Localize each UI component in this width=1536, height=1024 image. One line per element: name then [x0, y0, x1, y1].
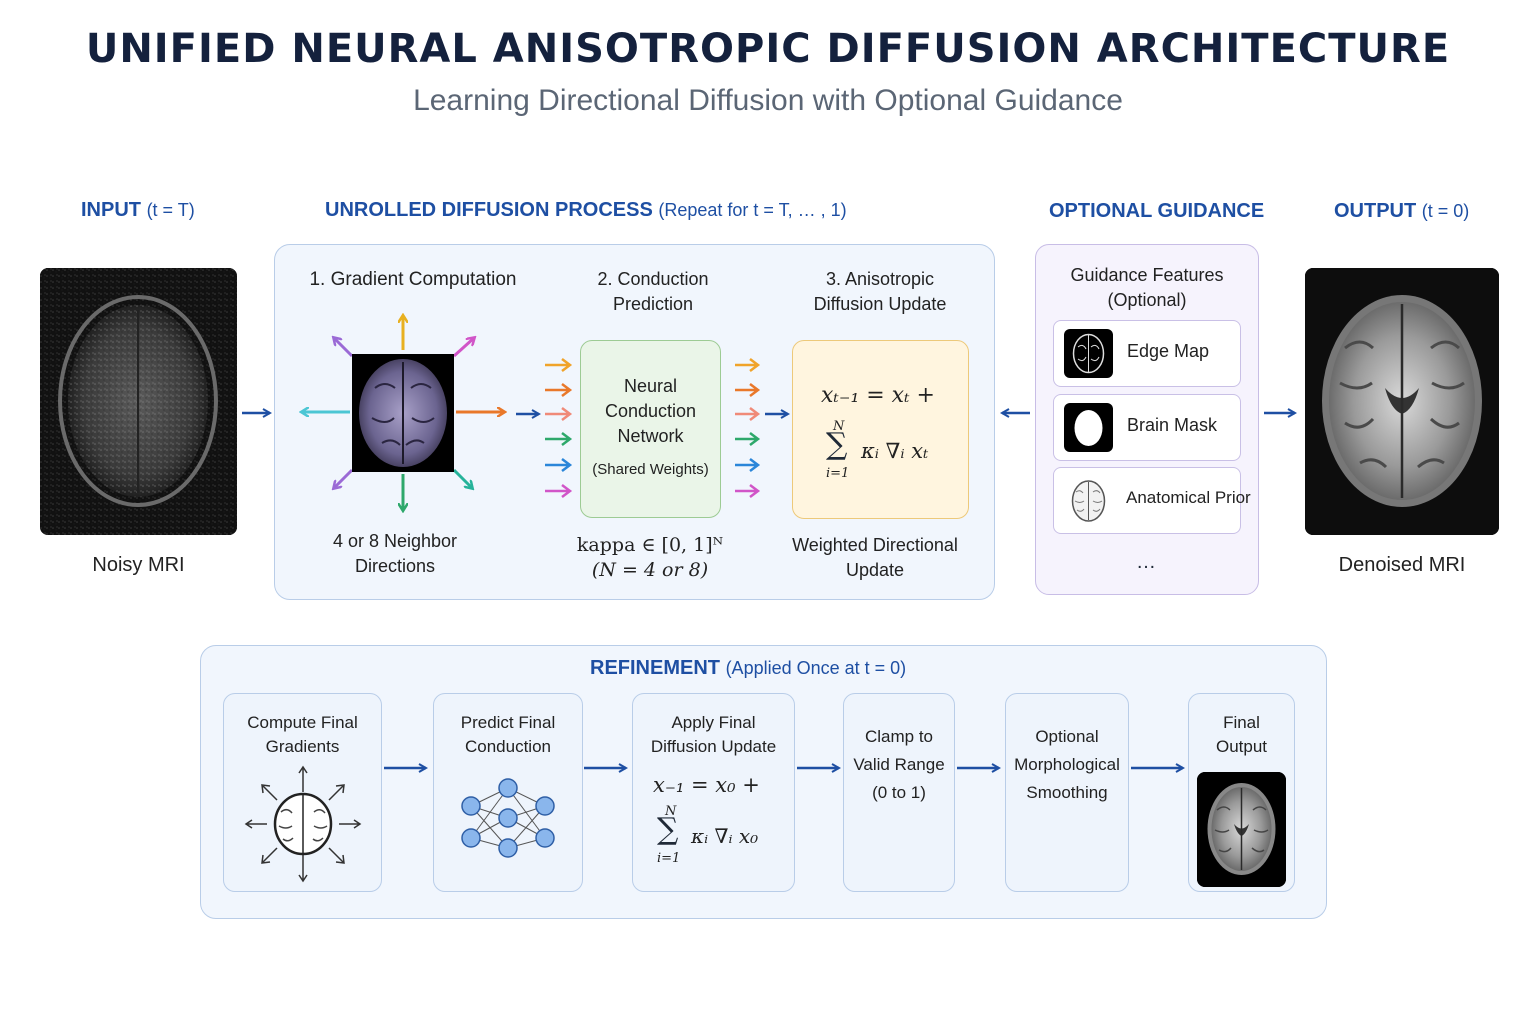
guidance-heading: OPTIONAL GUIDANCE — [1049, 200, 1265, 222]
denoised-mri-image — [1305, 268, 1499, 535]
neighbor-directions-diagram — [290, 308, 520, 518]
flow-arrow — [242, 403, 276, 423]
sum-symbol: ∑ — [826, 427, 848, 462]
step1-caption: 4 or 8 Neighbor Directions — [332, 531, 458, 576]
neural-network-icon — [461, 778, 555, 858]
page-title: UNIFIED NEURAL ANISOTROPIC DIFFUSION ARC… — [85, 26, 1451, 72]
anatomical-prior-icon — [1064, 476, 1113, 525]
guidance-item-label: Brain Mask — [1127, 415, 1218, 435]
conduction-output-arrows — [735, 358, 761, 498]
morphological-smoothing-box: Optional Morphological Smoothing — [1005, 693, 1129, 892]
brain-scan-clean-icon — [1305, 268, 1499, 535]
brain-mask-icon — [1064, 403, 1113, 452]
edge-map-icon — [1064, 329, 1113, 378]
flow-arrow — [1131, 758, 1189, 778]
input-heading: INPUT (t = T) — [81, 199, 195, 221]
noisy-mri-caption: Noisy MRI — [92, 554, 185, 576]
flow-arrow — [765, 404, 793, 424]
apply-equation-line1: x₋₁ = x₀ + — [653, 773, 760, 797]
denoised-mri-caption: Denoised MRI — [1338, 554, 1466, 576]
compute-final-gradients-box: Compute Final Gradients — [223, 693, 382, 892]
guidance-item-label: Anatomical Prior — [1126, 488, 1251, 507]
apply-equation-line2: κᵢ ∇ᵢ x₀ — [691, 824, 759, 848]
flow-arrow — [957, 758, 1005, 778]
flow-arrow — [584, 758, 632, 778]
guidance-item-brain-mask: Brain Mask — [1053, 394, 1241, 461]
step3-title: 3. Anisotropic Diffusion Update — [813, 269, 947, 314]
flow-arrow — [1264, 403, 1302, 423]
input-feature-arrows — [545, 358, 573, 498]
page-subtitle: Learning Directional Diffusion with Opti… — [413, 84, 1123, 117]
flow-arrow — [997, 403, 1030, 423]
update-equation-line2: κᵢ ∇ᵢ xₜ — [861, 439, 929, 463]
process-heading: UNROLLED DIFFUSION PROCESS (Repeat for t… — [325, 199, 847, 221]
step2-caption: kappa ∈ [0, 1]ᴺ (N = 4 or 8) — [576, 534, 724, 581]
refinement-heading: REFINEMENT (Applied Once at t = 0) — [590, 657, 907, 679]
neural-conduction-network-box: Neural Conduction Network (Shared Weight… — [580, 340, 721, 518]
guidance-item-label: Edge Map — [1127, 341, 1210, 361]
sum-symbol: ∑ — [657, 812, 679, 847]
clamp-valid-range-box: Clamp to Valid Range (0 to 1) — [843, 693, 955, 892]
step3-caption: Weighted Directional Update — [792, 535, 958, 580]
diffusion-update-box: xₜ₋₁ = xₜ + N ∑ i=1 κᵢ ∇ᵢ xₜ — [792, 340, 969, 519]
flow-arrow — [516, 404, 544, 424]
noisy-mri-image — [40, 268, 237, 535]
step1-title: 1. Gradient Computation — [309, 269, 517, 290]
step2-title: 2. Conduction Prediction — [597, 269, 709, 314]
guidance-item-anatomical-prior: Anatomical Prior — [1053, 467, 1251, 534]
final-output-mri-image — [1197, 772, 1286, 887]
final-output-box: Final Output — [1188, 693, 1295, 892]
update-equation-line1: xₜ₋₁ = xₜ + — [821, 383, 935, 408]
predict-final-conduction-box: Predict Final Conduction — [433, 693, 583, 892]
brain-scan-noisy-icon — [40, 268, 237, 535]
guidance-item-edge-map: Edge Map — [1053, 320, 1241, 387]
flow-arrow — [797, 758, 845, 778]
apply-final-diffusion-update-box: Apply Final Diffusion Update x₋₁ = x₀ + … — [632, 693, 795, 892]
brain-scan-final-icon — [1197, 772, 1286, 887]
output-heading: OUTPUT (t = 0) — [1334, 200, 1470, 222]
guidance-more-ellipsis: … — [1136, 551, 1156, 573]
flow-arrow — [384, 758, 432, 778]
brain-gradients-icon — [244, 765, 362, 883]
